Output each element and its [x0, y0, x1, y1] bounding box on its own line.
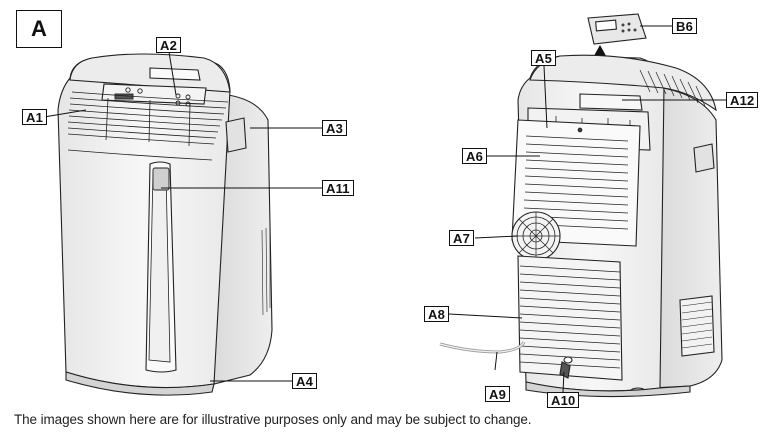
callout-a11: A11 [322, 180, 354, 196]
callout-a7: A7 [449, 230, 475, 246]
callout-a5: A5 [531, 50, 557, 66]
back-unit [439, 54, 723, 398]
figure-label: A [16, 10, 62, 48]
callout-a1: A1 [22, 109, 48, 125]
callout-a9: A9 [485, 386, 511, 402]
caption-text: The images shown here are for illustrati… [14, 412, 532, 427]
leader-lines [43, 25, 726, 393]
callout-a3: A3 [322, 120, 348, 136]
callout-a10: A10 [547, 392, 580, 408]
callout-a4: A4 [292, 373, 318, 389]
callout-a2: A2 [156, 37, 182, 53]
remote-control [587, 13, 647, 45]
callout-a12: A12 [726, 92, 759, 108]
callout-a8: A8 [424, 306, 450, 322]
callout-a6: A6 [462, 148, 488, 164]
callout-b6: B6 [672, 18, 698, 34]
front-unit [57, 53, 273, 396]
